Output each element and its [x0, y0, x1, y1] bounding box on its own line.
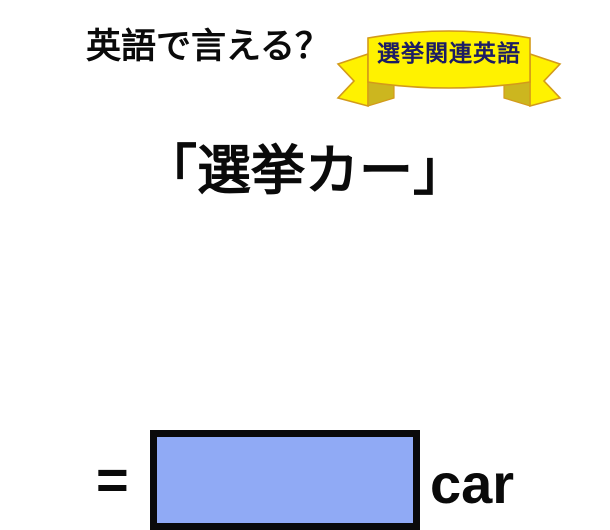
- quiz-term: 「選挙カー」: [143, 141, 467, 201]
- answer-blank-box[interactable]: [150, 430, 420, 530]
- quiz-card: 英語で言える？ 選挙関連英語 「選挙カー」 = car: [0, 22, 610, 530]
- category-ribbon-label: 選挙関連英語: [377, 40, 521, 66]
- ribbon-left-tail: [336, 52, 369, 108]
- ribbon-shape: [336, 30, 562, 108]
- answer-word: car: [430, 452, 515, 515]
- ribbon-panel: [367, 30, 531, 89]
- ribbon-right-tail: [529, 52, 562, 108]
- category-ribbon: [332, 22, 566, 112]
- page-title: 英語で言える？: [86, 27, 330, 66]
- equals-sign: =: [96, 448, 129, 511]
- answer-row: = car: [0, 214, 610, 530]
